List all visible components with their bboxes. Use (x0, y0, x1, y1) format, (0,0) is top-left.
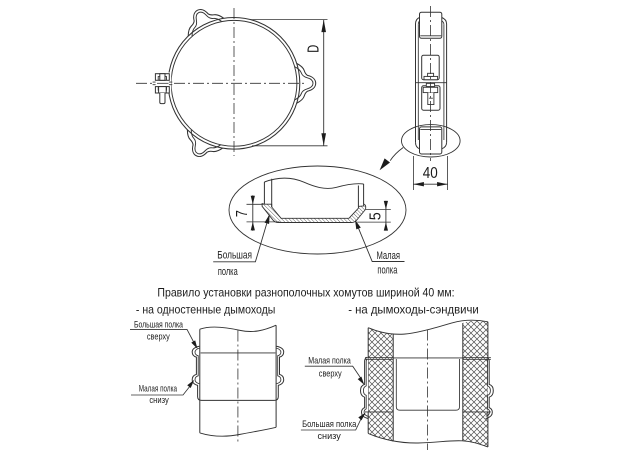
svg-text:полка: полка (218, 266, 238, 278)
svg-text:Малая полка: Малая полка (308, 355, 351, 365)
svg-text:Большая полка: Большая полка (134, 320, 183, 330)
svg-text:Большая полка: Большая полка (302, 419, 356, 429)
svg-text:сверху: сверху (147, 332, 170, 342)
svg-text:сверху: сверху (319, 368, 342, 378)
svg-text:снизу: снизу (318, 431, 342, 441)
svg-text:5: 5 (368, 212, 385, 220)
svg-text:Большая: Большая (217, 250, 252, 262)
svg-text:Малая полка: Малая полка (139, 383, 177, 393)
svg-text:Малая: Малая (377, 250, 401, 262)
svg-text:7: 7 (234, 210, 251, 217)
svg-text:D: D (305, 45, 322, 53)
svg-text:- на одностенные дымоходы: - на одностенные дымоходы (136, 302, 275, 316)
svg-text:- на дымоходы-сэндвичи: - на дымоходы-сэндвичи (348, 302, 479, 316)
svg-text:Правило установки разнополочны: Правило установки разнополочных хомутов … (157, 286, 454, 300)
svg-text:полка: полка (377, 265, 398, 277)
svg-text:снизу: снизу (149, 395, 169, 405)
svg-text:40: 40 (423, 165, 438, 182)
